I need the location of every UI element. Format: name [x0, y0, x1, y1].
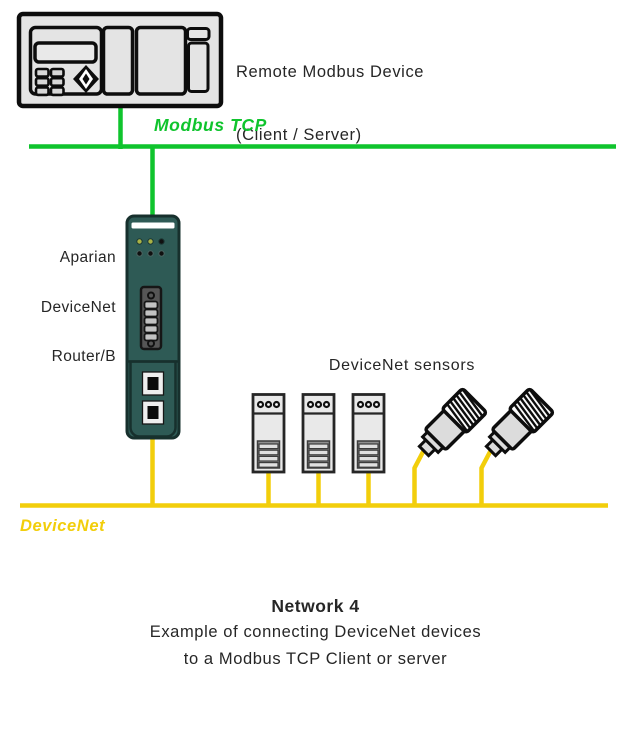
- sensor-threads: [513, 388, 551, 432]
- remote-device-label-line2: (Client / Server): [236, 126, 362, 144]
- cylindrical-sensor2-wire: [479, 448, 493, 507]
- devicenet-sensors-label: DeviceNet sensors: [328, 357, 476, 374]
- devicenet-bus-label: DeviceNet: [20, 517, 106, 535]
- sensor-threads: [446, 388, 484, 432]
- router-label-line1: Aparian: [59, 249, 116, 266]
- cylindrical-sensor-1: [417, 387, 488, 458]
- router-terminal-block: [139, 285, 163, 351]
- remote-modbus-device-illustration: [16, 11, 224, 109]
- plc-front-panel: [28, 25, 104, 96]
- plc-side-module: [187, 41, 210, 93]
- devicenet-network-lines: [20, 437, 608, 508]
- devicenet-router-illustration: [125, 214, 181, 440]
- rect-sensor-2: [301, 393, 336, 474]
- router-label: Aparian DeviceNet Router/B: [20, 217, 116, 399]
- remote-device-label-line1: Remote Modbus Device: [236, 63, 425, 81]
- plc-module-slot-1: [101, 25, 135, 96]
- plc-diamond-button: [73, 65, 99, 93]
- caption-title: Network 4: [271, 596, 360, 616]
- plc-chassis: [16, 11, 224, 109]
- router-status-leds: [136, 238, 165, 257]
- router-port-section: [127, 360, 179, 438]
- caption-line2: to a Modbus TCP Client or server: [183, 650, 448, 668]
- plc-module-slot-2: [134, 25, 188, 96]
- remote-modbus-device-label: Remote Modbus Device (Client / Server): [236, 20, 424, 188]
- plc-port-cover: [186, 27, 211, 41]
- router-label-line2: DeviceNet: [40, 298, 116, 316]
- cylindrical-sensor-2: [484, 387, 555, 458]
- plc-display: [33, 41, 98, 64]
- rect-sensor-1: [251, 393, 286, 474]
- caption-line1: Example of connecting DeviceNet devices: [149, 623, 482, 641]
- router-top-stripe: [131, 222, 175, 229]
- rect-sensor-3: [351, 393, 386, 474]
- router-label-line3: Router/B: [51, 348, 116, 365]
- plc-keypad: [34, 67, 65, 97]
- cylindrical-sensor1-wire: [412, 448, 426, 507]
- modbus-tcp-bus-label: Modbus TCP: [154, 115, 267, 135]
- modbus-tcp-network-lines: [29, 107, 616, 218]
